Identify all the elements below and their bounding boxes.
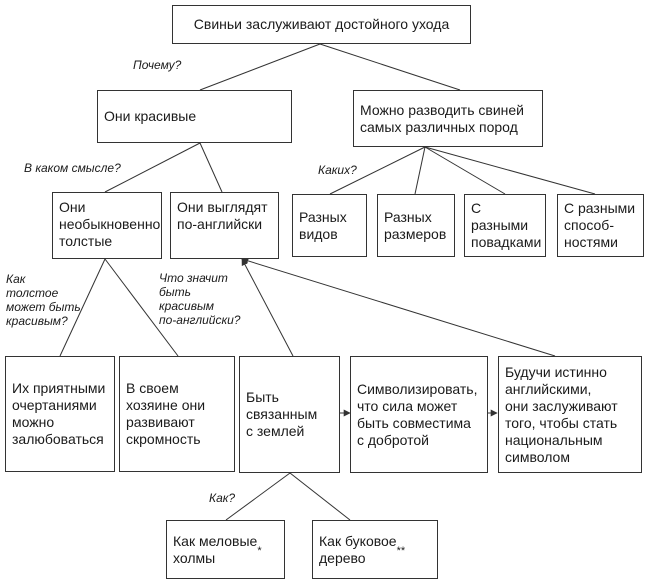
- node-fat: Они необыкновенно толстые: [52, 192, 162, 259]
- node-root: Свиньи заслуживают достойного ухода: [172, 5, 471, 44]
- node-beautiful: Они красивые: [97, 90, 292, 143]
- edge-root-breeds: [319, 43, 461, 91]
- footnote-mark-beech: **: [396, 545, 406, 557]
- question-how-fat-beautiful: Как толстое может быть красивым?: [6, 272, 81, 328]
- node-kinds: Разных видов: [292, 194, 367, 257]
- question-which: Каких?: [318, 163, 357, 177]
- question-how: Как?: [209, 491, 236, 505]
- edge-root-beautiful: [199, 43, 321, 91]
- node-beech: Как буковое дерево**: [312, 520, 438, 579]
- node-national: Будучи истинно английскими, они заслужив…: [498, 356, 642, 473]
- edge-earth-chalk: [225, 472, 291, 521]
- edge-breeds-habits: [424, 146, 506, 195]
- edge-fat-modesty: [104, 258, 179, 357]
- node-earth: Быть связанным с землей: [239, 356, 340, 473]
- node-sizes: Разных размеров: [377, 194, 455, 257]
- node-beech-text: Как буковое дерево: [319, 532, 397, 566]
- node-modesty: В своем хозяине они развивают скромность: [119, 356, 235, 472]
- edge-breeds-kinds: [329, 146, 426, 195]
- question-what-means-english: Что значит быть красивым по-английски?: [159, 271, 241, 327]
- footnote-mark-chalk: *: [257, 545, 262, 557]
- node-contours: Их приятными очертаниями можно залюбоват…: [5, 356, 115, 472]
- edge-beautiful-english: [199, 142, 223, 193]
- question-in-what-sense: В каком смысле?: [24, 161, 121, 175]
- edge-earth-beech: [289, 472, 351, 521]
- edge-earth-english: [241, 258, 294, 357]
- edge-breeds-abilities: [424, 146, 596, 195]
- edge-national-english: [241, 257, 556, 357]
- edge-breeds-sizes: [414, 146, 426, 195]
- question-why: Почему?: [133, 58, 182, 72]
- edge-beautiful-fat: [104, 142, 201, 193]
- node-abilities: С разными способ- ностями: [557, 194, 644, 257]
- node-chalk-text: Как меловые холмы: [173, 532, 258, 566]
- node-english: Они выглядят по-английски: [170, 192, 279, 259]
- node-chalk: Как меловые холмы*: [166, 520, 285, 579]
- edge-fat-contours: [59, 258, 106, 357]
- node-breeds: Можно разводить свиней самых различных п…: [353, 90, 543, 147]
- node-symbolize: Символизировать, что сила может быть сов…: [350, 356, 488, 473]
- node-habits: С разными повадками: [464, 194, 546, 257]
